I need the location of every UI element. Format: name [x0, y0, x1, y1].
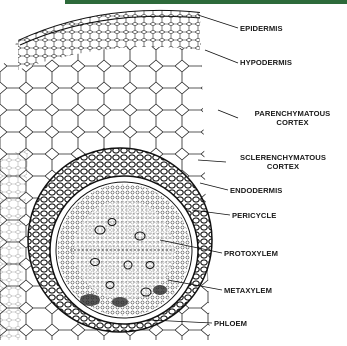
label-hypodermis: HYPODERMIS: [240, 58, 292, 67]
label-line-2: CORTEX: [240, 118, 345, 127]
label-metaxylem: METAXYLEM: [224, 286, 272, 295]
label-line-2: CORTEX: [228, 162, 338, 171]
label-sclerenchymatous-cortex: SCLERENCHYMATOUS CORTEX: [228, 153, 338, 171]
label-pericycle: PERICYCLE: [232, 211, 276, 220]
vascular-core: [50, 176, 198, 324]
label-line-1: SCLERENCHYMATOUS: [228, 153, 338, 162]
label-phloem: PHLOEM: [214, 319, 247, 328]
label-endodermis: ENDODERMIS: [230, 186, 282, 195]
label-epidermis: EPIDERMIS: [240, 24, 283, 33]
label-protoxylem: PROTOXYLEM: [224, 249, 278, 258]
label-parenchymatous-cortex: PARENCHYMATOUS CORTEX: [240, 109, 345, 127]
label-line-1: PARENCHYMATOUS: [240, 109, 345, 118]
